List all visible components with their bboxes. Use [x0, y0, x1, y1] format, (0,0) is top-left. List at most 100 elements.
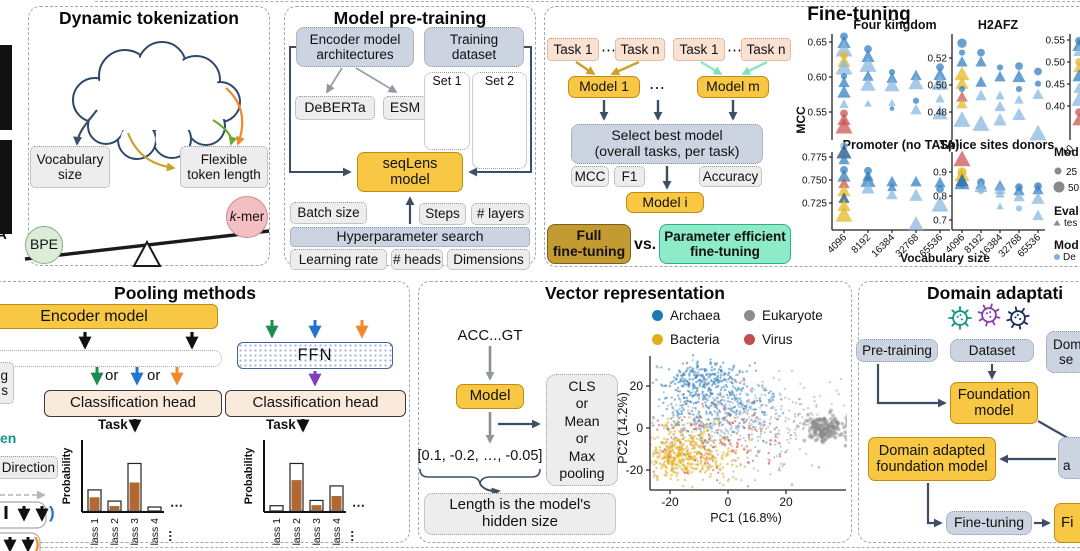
legend-dot-icon	[744, 310, 755, 321]
select-line1: Select best model	[611, 127, 723, 144]
model-dots: ⋯	[649, 80, 665, 97]
svg-text:0.8: 0.8	[933, 192, 947, 203]
paren-blue: )	[49, 503, 55, 522]
legend-dot-icon	[744, 334, 755, 345]
model-box: Model	[456, 384, 524, 409]
svg-text:Probability: Probability	[243, 447, 255, 505]
adapted-line2: foundation model	[876, 459, 988, 475]
svg-text:Probability: Probability	[61, 447, 73, 505]
kmer-rest: -mer	[236, 209, 265, 225]
svg-text:0.50: 0.50	[928, 81, 948, 92]
peft-line1: Parameter efficient	[664, 228, 786, 244]
task-label: Task	[98, 417, 128, 432]
final-model-box-cut: Fi	[1054, 503, 1080, 543]
f1-box: F1	[614, 166, 645, 187]
learning-rate-box: Learning rate	[290, 249, 387, 270]
domain-pretraining-box: Pre-training	[856, 339, 938, 362]
svg-text:0.52: 0.52	[928, 54, 948, 65]
svg-text:Class 3: Class 3	[311, 518, 323, 546]
svg-text:Class 4: Class 4	[331, 518, 343, 546]
svg-text:0.40: 0.40	[1046, 102, 1066, 113]
left-crop-letter: A	[0, 226, 7, 243]
svg-text:Four kingdom: Four kingdom	[853, 18, 936, 32]
svg-text:50: 50	[1068, 183, 1080, 194]
svg-text:PC2 (14.2%): PC2 (14.2%)	[616, 392, 630, 464]
modelm-box: Model m	[697, 76, 769, 98]
svg-text:Mod: Mod	[1054, 238, 1079, 252]
full-line2: fine-tuning	[552, 243, 626, 259]
paren-orange: )	[34, 534, 40, 551]
svg-text:0.7: 0.7	[933, 216, 947, 227]
deberta-box: DeBERTa	[295, 96, 375, 120]
svg-text:0.60: 0.60	[808, 73, 828, 84]
svg-text:0: 0	[636, 421, 643, 435]
adapted-line1: Domain adapted	[878, 442, 986, 459]
svg-text:MCC: MCC	[795, 106, 808, 134]
svg-text:Eval: Eval	[1054, 204, 1079, 218]
domain-frag-line1: Dom	[1053, 336, 1080, 352]
vocabulary-size-box: Vocabulary size	[30, 146, 110, 188]
select-best-model-box: Select best model (overall tasks, per ta…	[571, 124, 763, 164]
pretraining-title: Model pre-training	[333, 8, 487, 28]
left-crop-bar	[0, 140, 12, 234]
pooling-option-line: or	[575, 395, 589, 411]
svg-text:Class 4: Class 4	[149, 518, 161, 546]
legend-label: Virus	[762, 332, 793, 347]
svg-text:0.45: 0.45	[1046, 80, 1066, 91]
domain-adapted-model-box: Domain adapted foundation model	[868, 437, 996, 481]
svg-text:0.9: 0.9	[933, 168, 947, 179]
pooling-option-line: Max	[568, 447, 596, 464]
pooling-encoder-model-bar: Encoder model	[0, 304, 218, 329]
task1-box: Task 1	[673, 38, 725, 61]
svg-text:Class 2: Class 2	[109, 518, 121, 546]
task1-box: Task 1	[547, 38, 599, 61]
pca-legend-item: Archaea	[652, 308, 720, 323]
svg-text:Promoter (no TATA): Promoter (no TATA)	[843, 138, 960, 152]
taskn-box: Task n	[615, 38, 665, 61]
svg-text:4096: 4096	[826, 232, 850, 256]
pca-points	[651, 354, 847, 490]
subplot-partial: 0.400.450.500.55	[1046, 34, 1080, 140]
fragment-line1: ing	[0, 367, 8, 383]
esm-box: ESM	[383, 96, 427, 120]
svg-text:Vocabulary size: Vocabulary size	[900, 251, 990, 265]
svg-text:0.48: 0.48	[928, 108, 948, 119]
pca-legend-item: Eukaryote	[744, 308, 823, 323]
vs-label: vs.	[634, 236, 657, 253]
bpe-circle: BPE	[25, 226, 63, 264]
domain-finetuning-box: Fine-tuning	[946, 511, 1032, 535]
set2-label: Set 2	[484, 74, 515, 88]
subplot-Four kingdom: 0.550.600.65Four kingdom	[808, 18, 949, 140]
svg-text:16384: 16384	[870, 232, 898, 260]
pooling-option-line: CLS	[568, 377, 596, 394]
outer-bottom-dash	[0, 547, 1080, 548]
svg-text:0.55: 0.55	[808, 108, 828, 119]
dimensions-box: Dimensions	[447, 249, 530, 270]
svg-text:0.775: 0.775	[802, 153, 827, 164]
accuracy-box: Accuracy	[699, 166, 762, 187]
svg-text:0.55: 0.55	[1046, 36, 1066, 47]
cut-fragment-box: ing s	[0, 362, 14, 404]
heads-box: # heads	[391, 249, 443, 270]
length-line1: Length is the model's	[449, 496, 591, 514]
task-dots: ⋯	[727, 42, 742, 59]
or-label: or	[105, 367, 119, 384]
embedding-row	[0, 350, 222, 367]
svg-text:0.750: 0.750	[802, 176, 827, 187]
svg-text:⋯: ⋯	[170, 498, 183, 513]
svg-text:⋯: ⋯	[352, 498, 365, 513]
domain-adaptation-box-cut: a	[1058, 437, 1080, 479]
ffn-box: FFN	[237, 342, 393, 369]
kmer-k: k	[229, 209, 237, 225]
foundation-line1: Foundation	[957, 386, 1031, 403]
foundation-model-box: Foundation model	[950, 382, 1038, 424]
svg-text:-20: -20	[661, 495, 679, 509]
vector-title: Vector representation	[545, 283, 725, 303]
finetuning-title: Fine-tuning	[807, 4, 911, 25]
svg-text:Class 3: Class 3	[129, 518, 141, 546]
